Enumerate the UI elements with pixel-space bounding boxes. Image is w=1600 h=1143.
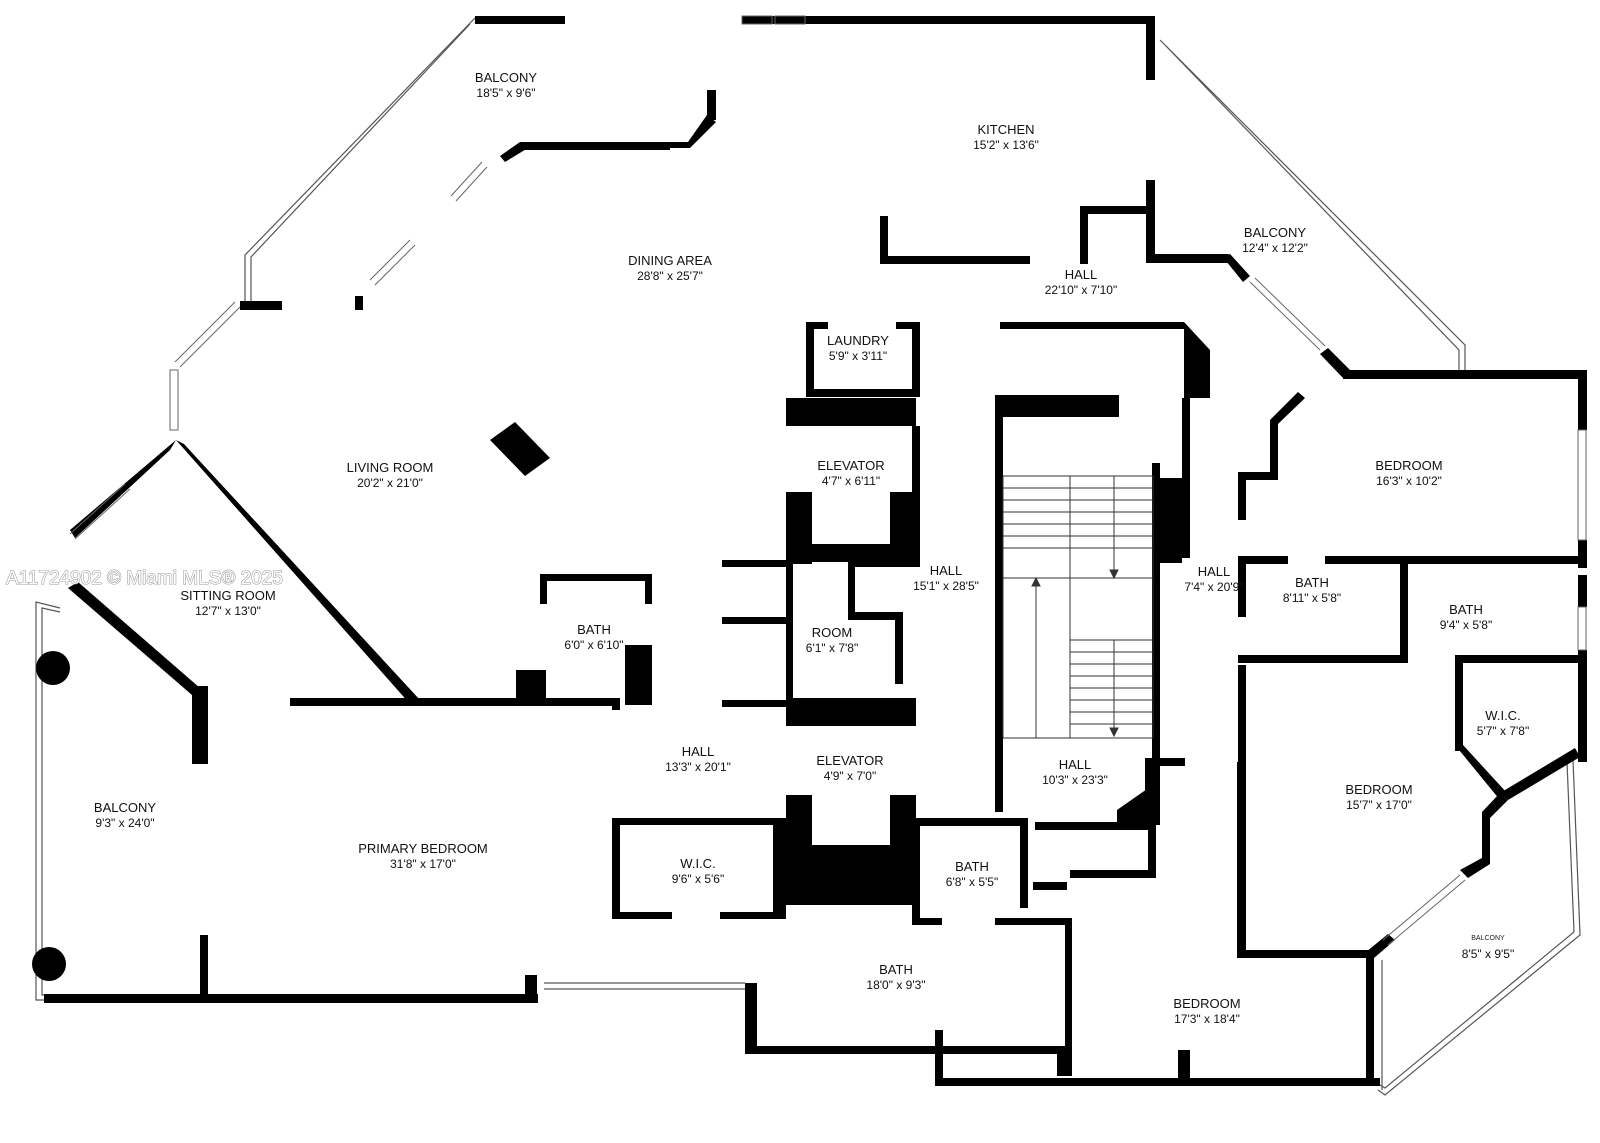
- room-name-bath-small: BATH: [577, 622, 611, 637]
- room-name-bedroom-ne: BEDROOM: [1375, 458, 1442, 473]
- room-dim-bath-mid: 6'8" x 5'5": [946, 875, 998, 889]
- room-dim-sitting: 12'7" x 13'0": [195, 604, 261, 618]
- room-dim-wic-primary: 9'6" x 5'6": [672, 872, 724, 886]
- room-dim-hall-center: 15'1" x 28'5": [913, 579, 979, 593]
- room-name-hall-center: HALL: [930, 563, 963, 578]
- room-name-laundry: LAUNDRY: [827, 333, 889, 348]
- room-dim-hall-lower: 13'3" x 20'1": [665, 760, 731, 774]
- room-dim-wic-e: 5'7" x 7'8": [1477, 724, 1529, 738]
- room-name-balcony-se: BALCONY: [1471, 935, 1505, 942]
- room-name-elevator-upper: ELEVATOR: [817, 458, 884, 473]
- stair: [1002, 475, 1154, 739]
- room-dim-bedroom-e: 15'7" x 17'0": [1346, 798, 1412, 812]
- room-dim-elevator-lower: 4'9" x 7'0": [824, 769, 876, 783]
- room-name-balcony-left: BALCONY: [94, 800, 156, 815]
- column-icon: [36, 651, 70, 685]
- room-name-room: ROOM: [812, 625, 852, 640]
- room-dim-hall-stair: 10'3" x 23'3": [1042, 773, 1108, 787]
- room-dim-living: 20'2" x 21'0": [357, 476, 423, 490]
- room-name-hall-right: HALL: [1198, 564, 1231, 579]
- room-dim-hall-top: 22'10" x 7'10": [1045, 283, 1118, 297]
- room-dim-balcony-se: 8'5" x 9'5": [1462, 947, 1514, 961]
- column-icon: [32, 947, 66, 981]
- room-dim-hall-right: 7'4" x 20'9": [1184, 580, 1243, 594]
- room-name-wic-e: W.I.C.: [1485, 708, 1520, 723]
- room-dim-bedroom-ne: 16'3" x 10'2": [1376, 474, 1442, 488]
- room-dim-bath-ne: 8'11" x 5'8": [1283, 591, 1341, 605]
- windows: [69, 15, 1587, 946]
- room-dim-room: 6'1" x 7'8": [806, 641, 858, 655]
- room-name-sitting: SITTING ROOM: [180, 588, 275, 603]
- room-name-bath-e: BATH: [1449, 602, 1483, 617]
- balcony-railings: [35, 17, 1581, 1096]
- room-name-bath-ne: BATH: [1295, 575, 1329, 590]
- room-dim-balcony-top: 18'5" x 9'6": [476, 86, 535, 100]
- room-name-bath-primary: BATH: [879, 962, 913, 977]
- room-name-primary: PRIMARY BEDROOM: [358, 841, 488, 856]
- room-dim-primary: 31'8" x 17'0": [390, 857, 456, 871]
- room-dim-bath-small: 6'0" x 6'10": [564, 638, 623, 652]
- room-name-bedroom-e: BEDROOM: [1345, 782, 1412, 797]
- room-dim-balcony-left: 9'3" x 24'0": [95, 816, 154, 830]
- room-name-hall-top: HALL: [1065, 267, 1098, 282]
- room-dim-laundry: 5'9" x 3'11": [829, 349, 887, 363]
- room-name-bedroom-se: BEDROOM: [1173, 996, 1240, 1011]
- room-name-wic-primary: W.I.C.: [680, 856, 715, 871]
- room-name-kitchen: KITCHEN: [977, 122, 1034, 137]
- room-labels: BALCONY 18'5" x 9'6" KITCHEN 15'2" x 13'…: [94, 70, 1529, 1026]
- room-dim-balcony-right: 12'4" x 12'2": [1242, 241, 1308, 255]
- room-name-dining: DINING AREA: [628, 253, 712, 268]
- watermark: A11724902 © Miami MLS® 2025: [6, 568, 283, 589]
- walls: [32, 16, 1587, 1086]
- room-name-elevator-lower: ELEVATOR: [816, 753, 883, 768]
- room-name-bath-mid: BATH: [955, 859, 989, 874]
- room-dim-dining: 28'8" x 25'7": [637, 269, 703, 283]
- room-dim-elevator-upper: 4'7" x 6'11": [822, 474, 880, 488]
- room-name-balcony-right: BALCONY: [1244, 225, 1306, 240]
- room-dim-kitchen: 15'2" x 13'6": [973, 138, 1039, 152]
- room-name-hall-stair: HALL: [1059, 757, 1092, 772]
- room-name-balcony-top: BALCONY: [475, 70, 537, 85]
- room-dim-bath-e: 9'4" x 5'8": [1440, 618, 1492, 632]
- room-dim-bath-primary: 18'0" x 9'3": [866, 978, 925, 992]
- room-dim-bedroom-se: 17'3" x 18'4": [1174, 1012, 1240, 1026]
- room-name-living: LIVING ROOM: [347, 460, 434, 475]
- room-name-hall-lower: HALL: [682, 744, 715, 759]
